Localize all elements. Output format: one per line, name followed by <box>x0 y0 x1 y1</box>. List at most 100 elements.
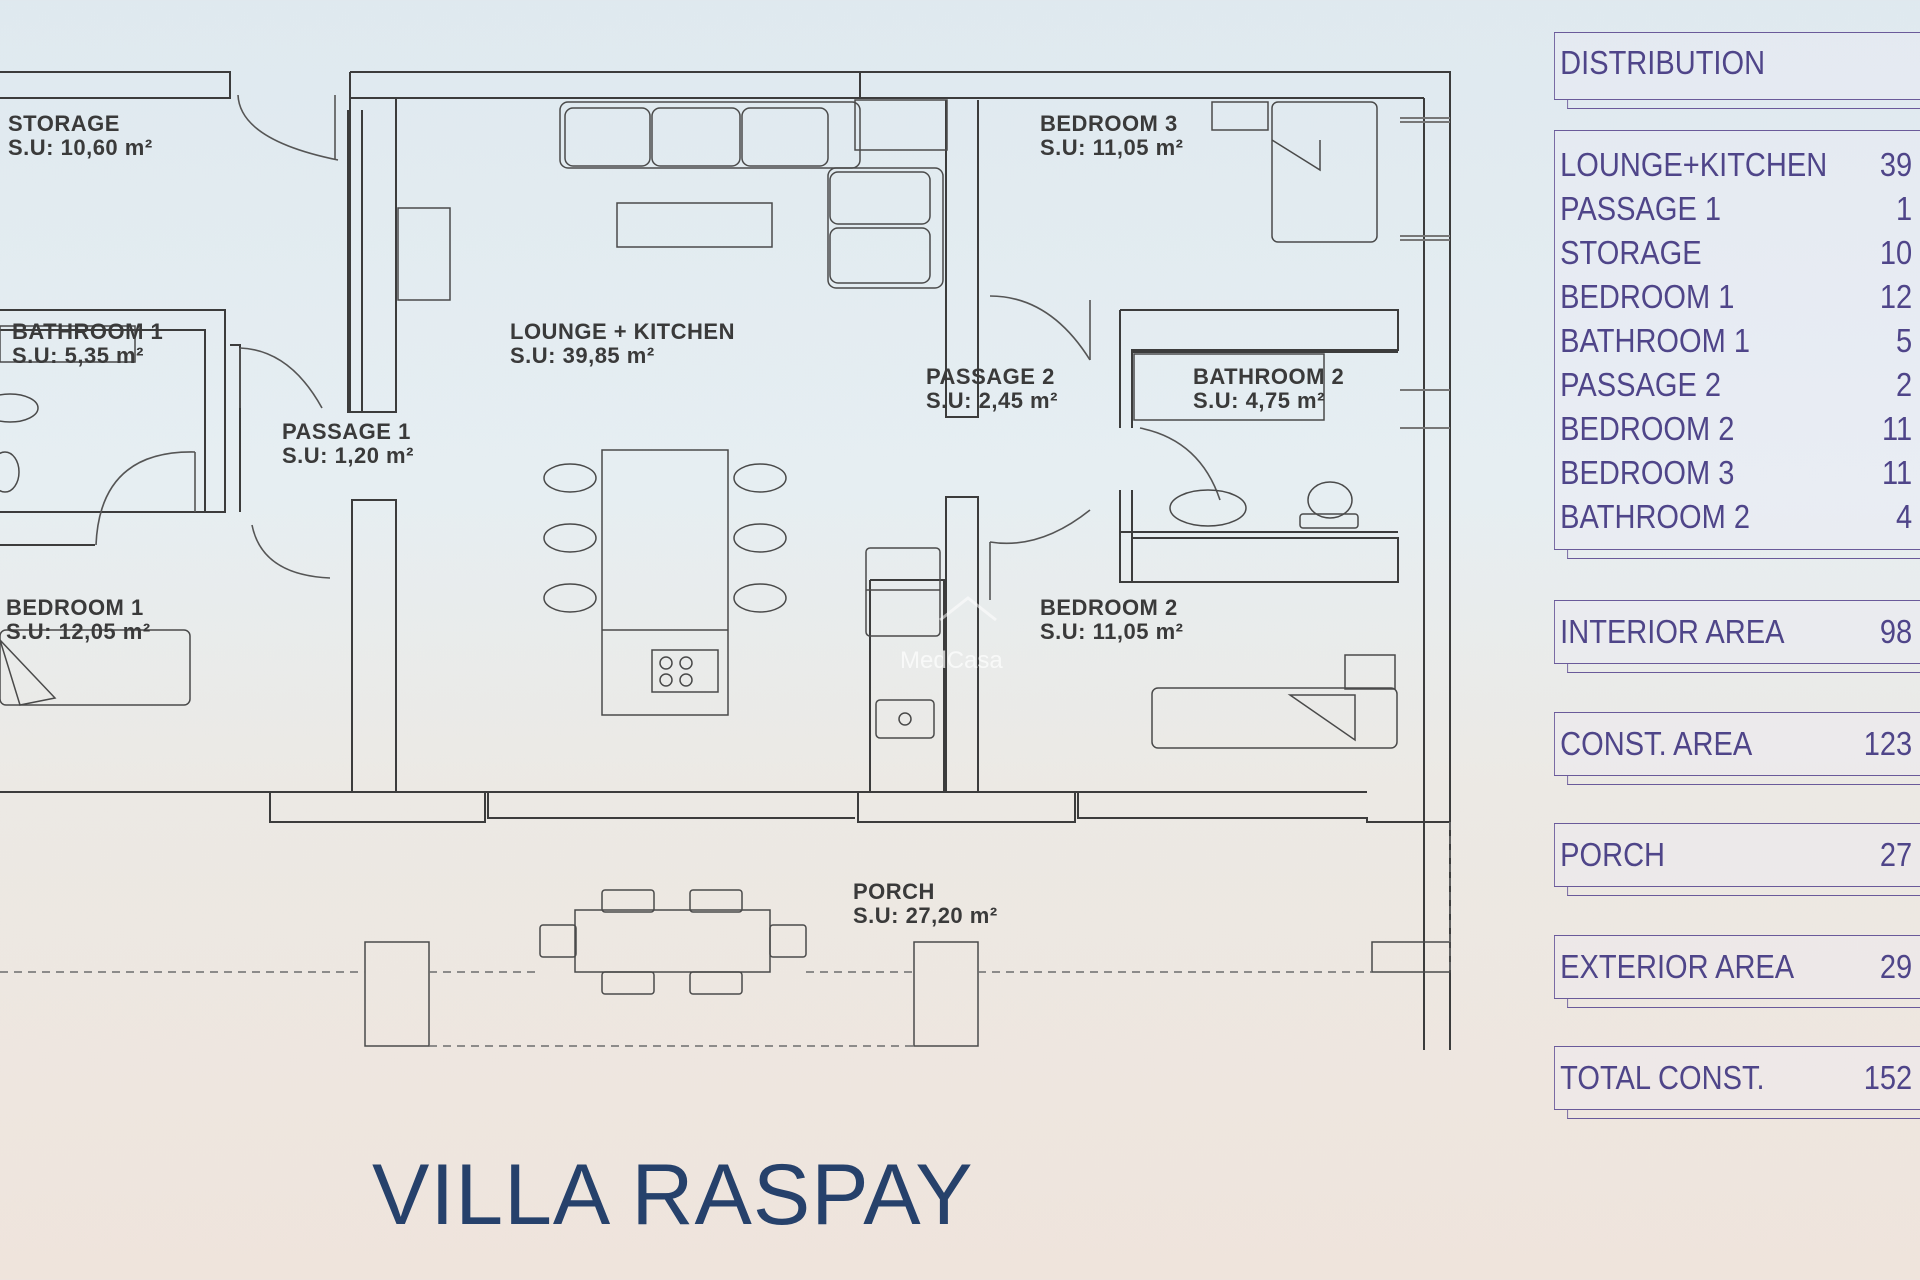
room-label-passage2: PASSAGE 2 S.U: 2,45 m² <box>926 365 1058 413</box>
coffee-table <box>616 202 773 248</box>
room-area: S.U: 12,05 m² <box>6 619 151 644</box>
wall-lounge-bedroom2 <box>945 496 979 793</box>
distribution-value: 5 <box>1896 322 1913 359</box>
summary-label: EXTERIOR AREA <box>1560 948 1795 985</box>
room-name: PORCH <box>853 879 935 904</box>
summary-label: PORCH <box>1560 836 1666 873</box>
porch-pillar-mid <box>913 941 979 1047</box>
distribution-label: LOUNGE+KITCHEN <box>1560 146 1828 183</box>
distribution-label: BEDROOM 2 <box>1560 410 1735 447</box>
room-name: STORAGE <box>8 111 120 136</box>
watermark-logo <box>939 596 997 622</box>
distribution-label: BATHROOM 2 <box>1560 498 1751 535</box>
door-passage1 <box>239 347 323 409</box>
summary-label: INTERIOR AREA <box>1560 613 1785 650</box>
room-area: S.U: 5,35 m² <box>12 343 144 368</box>
distribution-heading: DISTRIBUTION <box>1560 44 1766 81</box>
room-name: BATHROOM 2 <box>1193 364 1345 389</box>
toilet <box>1307 481 1353 519</box>
sofa-side <box>827 167 944 289</box>
room-label-storage: STORAGE S.U: 10,60 m² <box>8 112 153 160</box>
room-label-bathroom2: BATHROOM 2 S.U: 4,75 m² <box>1193 365 1344 413</box>
distribution-label: BEDROOM 1 <box>1560 278 1735 315</box>
distribution-label: BATHROOM 1 <box>1560 322 1751 359</box>
bathroom1-basin <box>0 393 39 423</box>
sideboard <box>854 99 948 151</box>
wall-lounge-bedroom3 <box>945 100 979 418</box>
summary-label: TOTAL CONST. <box>1560 1059 1765 1096</box>
distribution-value: 11 <box>1882 454 1913 491</box>
door-bedroom2 <box>989 509 1091 545</box>
watermark: MedCasa <box>900 647 1003 674</box>
bed-bedroom1 <box>0 629 191 706</box>
kitchen-island <box>601 449 729 716</box>
distribution-label: STORAGE <box>1560 234 1702 271</box>
summary-interior: INTERIOR AREA 98 <box>1554 600 1920 673</box>
porch-table <box>574 909 771 973</box>
summary-value: 152 <box>1863 1059 1913 1096</box>
distribution-row: BATHROOM 1 5 <box>1555 319 1920 363</box>
door-bathroom2 <box>1139 427 1221 501</box>
room-name: BEDROOM 1 <box>6 595 144 620</box>
distribution-label: PASSAGE 2 <box>1560 366 1722 403</box>
wall-storage-lounge <box>349 72 397 413</box>
room-area: S.U: 1,20 m² <box>282 443 414 468</box>
summary-row: TOTAL CONST. 152 <box>1555 1047 1920 1109</box>
room-area: S.U: 11,05 m² <box>1040 135 1184 160</box>
room-area: S.U: 27,20 m² <box>853 903 998 928</box>
room-label-porch: PORCH S.U: 27,20 m² <box>853 880 998 928</box>
bed-bedroom3 <box>1271 101 1378 243</box>
door-storage <box>237 94 339 161</box>
wall-lounge-left-lower <box>351 499 397 793</box>
washbasin <box>1169 489 1247 527</box>
room-label-bedroom3: BEDROOM 3 S.U: 11,05 m² <box>1040 112 1183 160</box>
summary-row: PORCH 27 <box>1555 824 1920 886</box>
fridge <box>865 547 941 637</box>
wall-top-mid <box>350 71 861 99</box>
distribution-label: BEDROOM 3 <box>1560 454 1735 491</box>
room-area: S.U: 39,85 m² <box>510 343 655 368</box>
summary-value: 27 <box>1879 836 1913 873</box>
wall-top-left <box>0 71 231 99</box>
summary-row: EXTERIOR AREA 29 <box>1555 936 1920 998</box>
room-area: S.U: 4,75 m² <box>1193 388 1325 413</box>
room-name: LOUNGE + KITCHEN <box>510 319 735 344</box>
stool <box>543 463 597 493</box>
summary-label: CONST. AREA <box>1560 725 1753 762</box>
distribution-value: 10 <box>1879 234 1913 271</box>
distribution-row: STORAGE 10 <box>1555 231 1920 275</box>
summary-exterior: EXTERIOR AREA 29 <box>1554 935 1920 1008</box>
distribution-value: 11 <box>1882 410 1913 447</box>
room-label-bedroom1: BEDROOM 1 S.U: 12,05 m² <box>6 596 151 644</box>
sofa-top <box>559 101 861 169</box>
summary-value: 98 <box>1879 613 1913 650</box>
wall-bathroom1 <box>0 309 226 513</box>
room-name: BEDROOM 3 <box>1040 111 1178 136</box>
room-label-bathroom1: BATHROOM 1 S.U: 5,35 m² <box>12 320 163 368</box>
tv-unit <box>397 207 451 301</box>
room-area: S.U: 11,05 m² <box>1040 619 1184 644</box>
summary-porch: PORCH 27 <box>1554 823 1920 896</box>
room-name: BATHROOM 1 <box>12 319 164 344</box>
summary-value: 123 <box>1863 725 1913 762</box>
room-name: BEDROOM 2 <box>1040 595 1178 620</box>
room-label-bedroom2: BEDROOM 2 S.U: 11,05 m² <box>1040 596 1183 644</box>
summary-const: CONST. AREA 123 <box>1554 712 1920 785</box>
room-area: S.U: 10,60 m² <box>8 135 153 160</box>
wall-top-right <box>860 71 1451 1050</box>
distribution-value: 4 <box>1896 498 1913 535</box>
summary-value: 29 <box>1879 948 1913 985</box>
room-label-lounge: LOUNGE + KITCHEN S.U: 39,85 m² <box>510 320 735 368</box>
room-label-passage1: PASSAGE 1 S.U: 1,20 m² <box>282 420 414 468</box>
distribution-row: BEDROOM 3 11 <box>1555 451 1920 495</box>
summary-row: CONST. AREA 123 <box>1555 713 1920 775</box>
bed-bedroom2 <box>1151 687 1398 749</box>
porch-pillar-left <box>364 941 430 1047</box>
door-bedroom3 <box>989 295 1091 361</box>
door-bathroom1 <box>95 451 196 546</box>
kitchen-sink <box>875 699 935 739</box>
